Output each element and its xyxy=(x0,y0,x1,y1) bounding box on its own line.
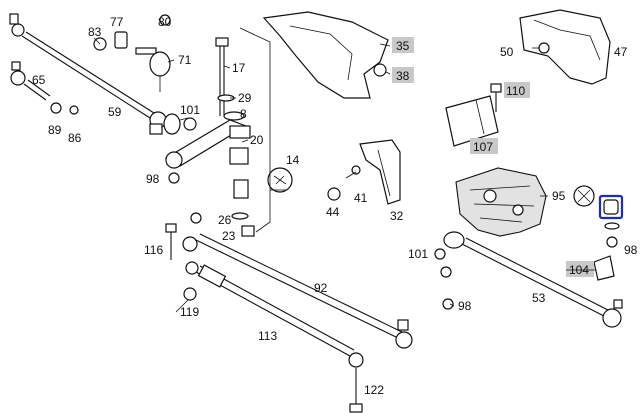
callout-122: 122 xyxy=(364,383,384,397)
callout-92: 92 xyxy=(314,281,328,295)
shield-plate-35 xyxy=(262,11,389,99)
tie-rod-53 xyxy=(434,231,623,328)
callout-107: 107 xyxy=(473,140,493,154)
callout-53: 53 xyxy=(532,291,546,305)
callout-101-upper: 101 xyxy=(180,103,200,117)
callout-17: 17 xyxy=(232,61,246,75)
callout-98-right: 98 xyxy=(624,243,638,257)
callout-14: 14 xyxy=(286,153,300,167)
label-box-107 xyxy=(470,138,498,154)
nut-119 xyxy=(183,287,197,301)
callout-65: 65 xyxy=(32,73,46,87)
mounting-bracket-32 xyxy=(327,139,401,205)
bracket-outline-14 xyxy=(239,27,286,233)
callout-89: 89 xyxy=(48,123,62,137)
callout-38: 38 xyxy=(396,69,410,83)
gearbox-cover-47 xyxy=(519,9,611,85)
steering-gearbox xyxy=(455,167,547,237)
callout-98-bottom: 98 xyxy=(458,299,472,313)
callout-50: 50 xyxy=(500,45,514,59)
leader-lines xyxy=(93,37,596,313)
bushing-95-highlighted xyxy=(573,185,624,248)
callout-77: 77 xyxy=(110,15,124,29)
callout-20: 20 xyxy=(250,133,264,147)
tie-rod-assembly-left xyxy=(9,13,167,135)
callout-23: 23 xyxy=(222,229,236,243)
callout-32: 32 xyxy=(390,209,404,223)
callout-80: 80 xyxy=(158,15,172,29)
ball-joint-101-upper xyxy=(163,113,197,135)
callout-110: 110 xyxy=(506,84,525,98)
label-box-35 xyxy=(392,37,414,53)
callout-116: 116 xyxy=(144,243,163,257)
drag-link-92 xyxy=(182,212,413,349)
callout-83: 83 xyxy=(88,25,102,39)
label-box-38 xyxy=(392,67,414,83)
callout-98-left: 98 xyxy=(146,172,160,186)
bolt-116 xyxy=(165,223,177,260)
callout-47: 47 xyxy=(614,45,628,59)
tie-rod-end-65 xyxy=(10,61,79,115)
callout-59: 59 xyxy=(108,105,122,119)
callout-26: 26 xyxy=(218,213,232,227)
callout-101-lower: 101 xyxy=(408,247,428,261)
bolt-122 xyxy=(349,368,363,413)
callout-86: 86 xyxy=(68,131,82,145)
callout-29: 29 xyxy=(238,91,252,105)
bracket-plate-107 xyxy=(445,83,502,147)
drag-link-113 xyxy=(185,261,364,368)
idler-arm-assembly xyxy=(164,37,293,237)
callout-113: 113 xyxy=(258,329,277,343)
callout-8: 8 xyxy=(240,107,247,121)
callout-41: 41 xyxy=(354,191,368,205)
callout-95: 95 xyxy=(552,189,566,203)
label-box-110 xyxy=(504,82,530,98)
callout-71: 71 xyxy=(178,53,192,67)
label-box-104 xyxy=(566,261,594,277)
callout-44: 44 xyxy=(326,205,340,219)
ball-joint-77-80-71 xyxy=(93,14,171,92)
callout-35: 35 xyxy=(396,39,410,53)
callout-119: 119 xyxy=(180,305,199,319)
